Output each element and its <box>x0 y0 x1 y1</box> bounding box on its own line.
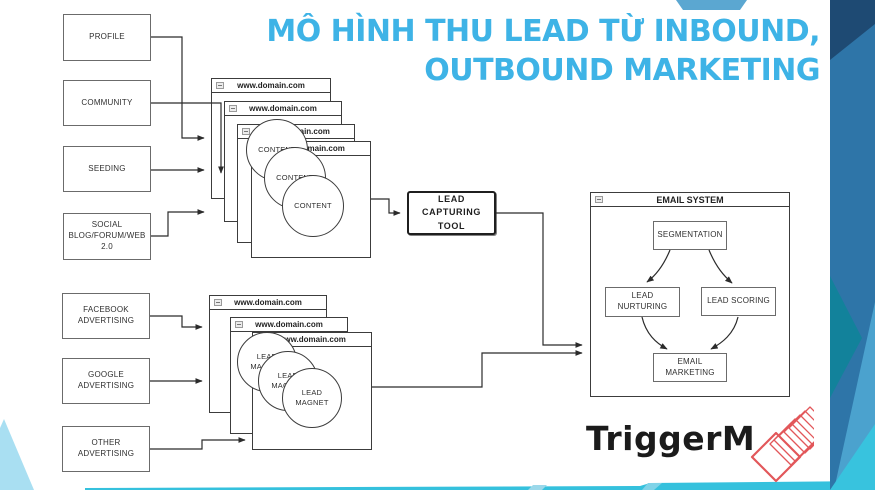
node-lead-nurturing: LEAD NURTURING <box>605 287 680 317</box>
logo-stacked-cards-icon <box>750 406 814 483</box>
slide-title-line1: MÔ HÌNH THU LEAD TỪ INBOUND, <box>266 14 820 49</box>
node-segmentation: SEGMENTATION <box>653 221 727 250</box>
source-box-profile: PROFILE <box>63 14 151 61</box>
source-box-google-advertising: GOOGLE ADVERTISING <box>62 358 150 404</box>
window-icon <box>595 196 603 203</box>
window-title: www.domain.com <box>234 298 302 307</box>
window-icon <box>216 82 224 89</box>
window-title: www.domain.com <box>255 320 323 329</box>
source-box-other-advertising: OTHER ADVERTISING <box>62 426 150 472</box>
window-title: www.domain.com <box>277 144 345 153</box>
window-title: www.domain.com <box>278 335 346 344</box>
window-icon <box>229 105 237 112</box>
window-icon <box>242 128 250 135</box>
source-box-community: COMMUNITY <box>63 80 151 126</box>
node-lead-scoring: LEAD SCORING <box>701 287 776 316</box>
slide-title-line2: OUTBOUND MARKETING <box>424 53 820 88</box>
source-box-facebook-advertising: FACEBOOK ADVERTISING <box>62 293 150 339</box>
slide-title: MÔ HÌNH THU LEAD TỪ INBOUND, OUTBOUND MA… <box>266 12 820 90</box>
lead-magnet-circle-front: LEAD MAGNET <box>282 368 342 428</box>
content-circle-front: CONTENT <box>282 175 344 237</box>
source-box-social: SOCIAL BLOG/FORUM/WEB 2.0 <box>63 213 151 260</box>
window-icon <box>235 321 243 328</box>
node-email-marketing: EMAIL MARKETING <box>653 353 727 382</box>
lead-capturing-tool-box: LEAD CAPTURING TOOL <box>407 191 496 235</box>
email-system-title: EMAIL SYSTEM <box>656 194 724 205</box>
window-icon <box>214 299 222 306</box>
window-title: www.domain.com <box>237 81 305 90</box>
source-box-seeding: SEEDING <box>63 146 151 192</box>
logo-text: TriggerM <box>586 419 756 458</box>
window-title: www.domain.com <box>249 104 317 113</box>
